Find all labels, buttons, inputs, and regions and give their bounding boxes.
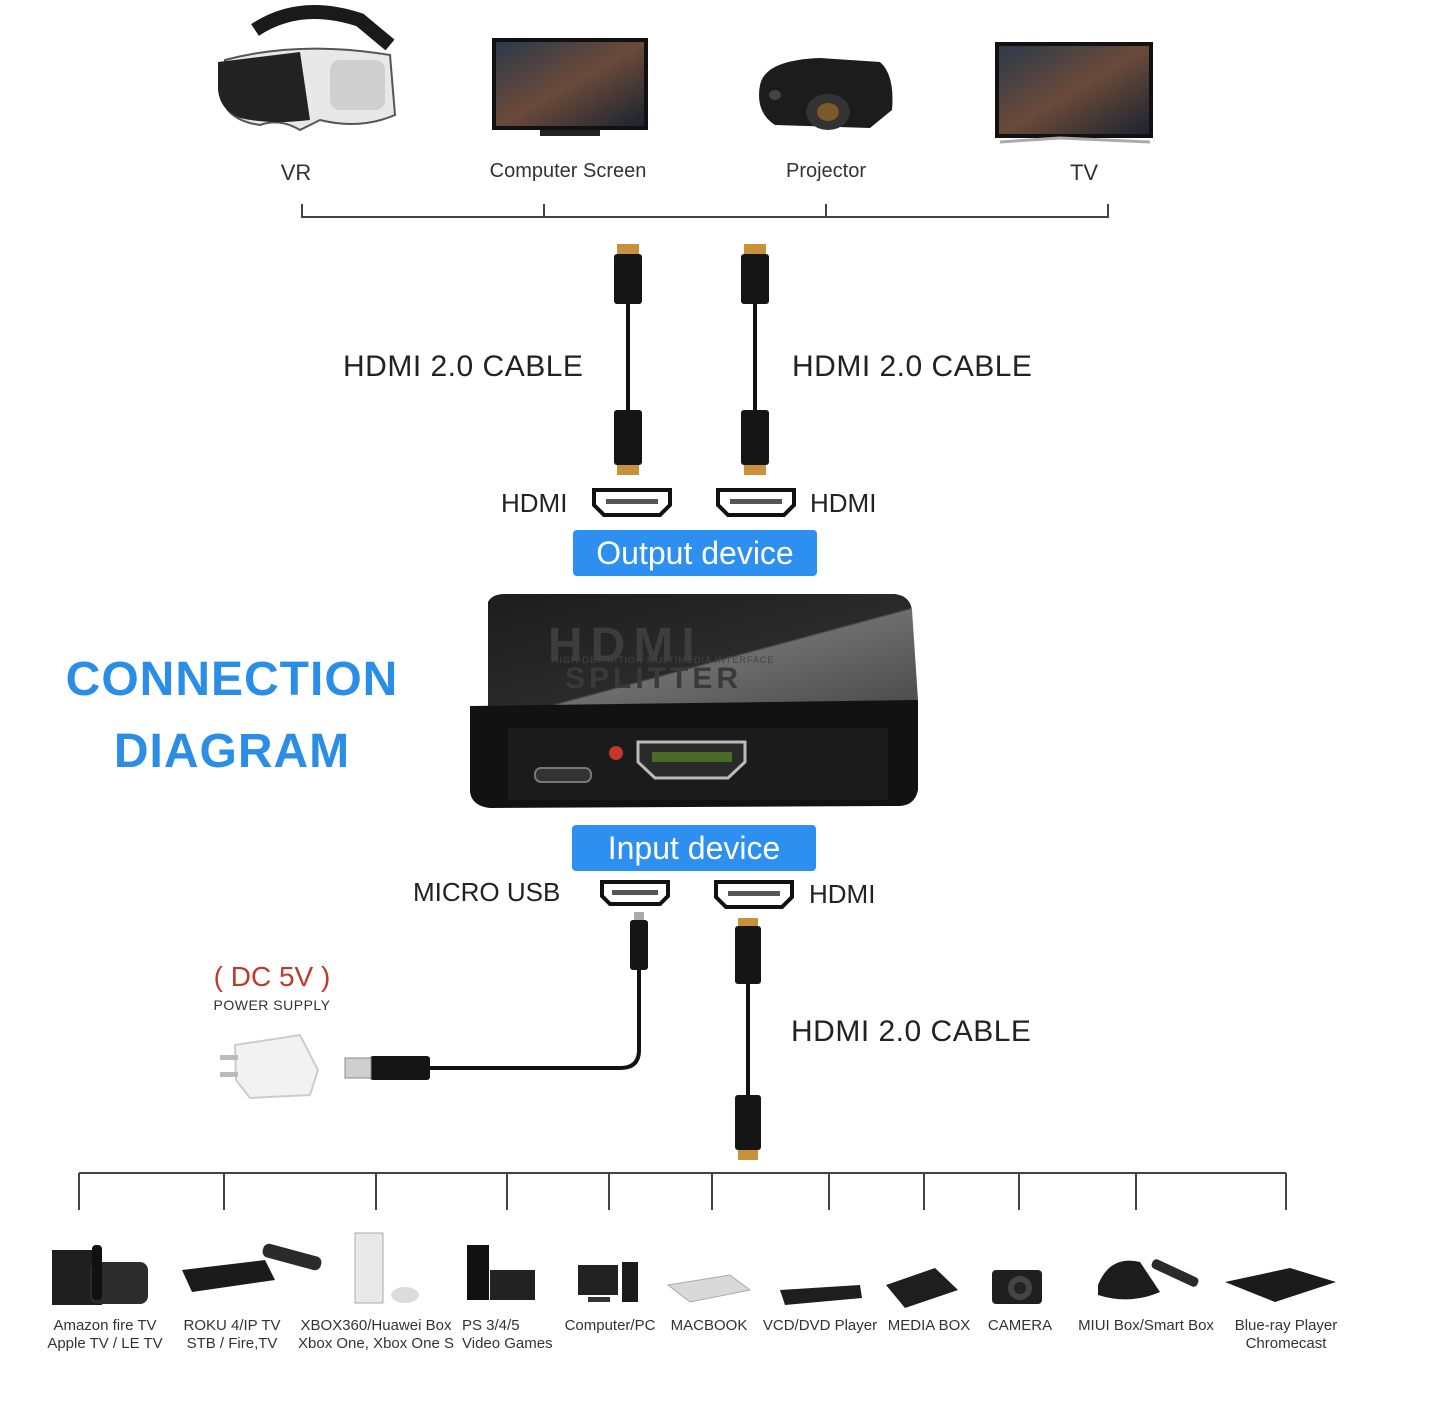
- roku-icon: [182, 1243, 322, 1292]
- port-label-input-hdmi: HDMI: [809, 879, 876, 909]
- port-label-output-left: HDMI: [501, 488, 568, 518]
- usb-power-cable: [344, 912, 648, 1080]
- xbox-icon: [354, 1232, 419, 1304]
- power-adapter-icon: [220, 1033, 320, 1100]
- power-supply-caption: POWER SUPPLY: [213, 997, 331, 1013]
- cable-label-output-left: HDMI 2.0 CABLE: [343, 350, 584, 383]
- dvd-player-icon: [780, 1285, 862, 1305]
- port-label-micro-usb: MICRO USB: [413, 877, 561, 907]
- source-label: MACBOOK: [670, 1317, 748, 1334]
- playstation-icon: [467, 1245, 535, 1300]
- hdmi-cable-output-right: [741, 244, 769, 475]
- fire-tv-icon: [52, 1245, 148, 1305]
- bluray-player-icon: [1225, 1268, 1336, 1302]
- diagram-title-line1: CONNECTION: [65, 653, 399, 706]
- input-bracket: [78, 1172, 1287, 1210]
- source-label: Computer/PC: [564, 1317, 656, 1334]
- laptop-icon: [666, 1274, 752, 1303]
- cable-label-input: HDMI 2.0 CABLE: [791, 1015, 1032, 1048]
- cable-label-output-right: HDMI 2.0 CABLE: [792, 350, 1033, 383]
- computer-icon: [578, 1262, 638, 1302]
- output-bracket: [301, 204, 1109, 218]
- input-device-badge: Input device: [572, 825, 816, 871]
- diagram-title-line2: DIAGRAM: [113, 725, 351, 778]
- source-label: VCD/DVD Player: [762, 1317, 878, 1334]
- device-label-computer-screen: Computer Screen: [489, 160, 647, 182]
- source-label: CAMERA: [987, 1317, 1053, 1334]
- device-label-vr: VR: [280, 160, 312, 185]
- camera-icon: [992, 1270, 1042, 1304]
- hdmi-cable-input: [735, 918, 761, 1160]
- device-label-projector: Projector: [785, 160, 867, 182]
- output-device-badge: Output device: [573, 530, 817, 576]
- monitor-icon: [492, 38, 648, 136]
- splitter-tagline: HIGH-DEFINITION MULTIMEDIA INTERFACE: [552, 655, 775, 665]
- media-box-icon: [886, 1268, 958, 1308]
- splitter-logo: HDMI: [548, 619, 703, 672]
- smart-box-icon: [1098, 1259, 1199, 1300]
- projector-icon: [759, 58, 893, 130]
- hdmi-port-icon: [716, 488, 796, 517]
- source-label: MEDIA BOX: [887, 1317, 971, 1334]
- port-label-output-right: HDMI: [810, 488, 877, 518]
- power-voltage-label: ( DC 5V ): [213, 961, 331, 992]
- hdmi-port-icon: [714, 880, 794, 909]
- micro-usb-port-icon: [600, 880, 670, 906]
- tv-icon: [995, 42, 1153, 144]
- device-label-tv: TV: [1069, 160, 1099, 185]
- splitter-name: SPLITTER: [565, 662, 743, 695]
- hdmi-cable-output-left: [614, 244, 642, 475]
- hdmi-port-icon: [592, 488, 672, 517]
- vr-headset-icon: [218, 5, 397, 132]
- hdmi-splitter-device: [470, 594, 918, 808]
- source-label: MIUI Box/Smart Box: [1078, 1317, 1214, 1334]
